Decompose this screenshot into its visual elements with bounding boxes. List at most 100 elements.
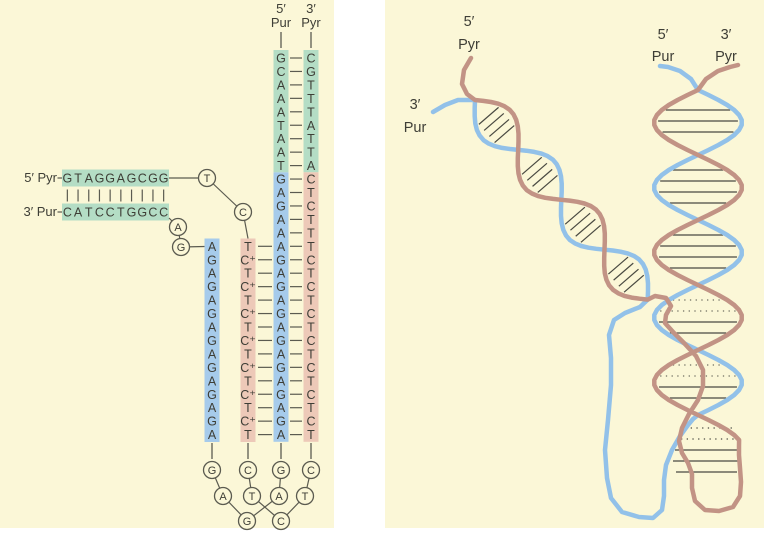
hatch-line xyxy=(608,256,629,275)
hatch-line xyxy=(623,274,645,293)
col2-letter: C⁺ xyxy=(240,253,256,267)
col1-letter: A xyxy=(208,267,217,281)
col2-letter: T xyxy=(244,374,252,388)
col1-letter: G xyxy=(207,361,217,375)
loop-nucleotide-circle xyxy=(197,168,217,188)
hatch-line xyxy=(618,268,639,287)
col4-letter: C xyxy=(306,361,315,375)
col3-letter: A xyxy=(277,428,286,442)
col3-letter: A xyxy=(277,78,286,92)
col3-letter: G xyxy=(276,307,286,321)
loop-nucleotide-circle xyxy=(171,237,191,257)
col2-letter: T xyxy=(244,428,252,442)
col2-letter: T xyxy=(244,267,252,281)
col4-letter: A xyxy=(307,159,316,173)
pur-3prime-name: Pur xyxy=(404,120,427,136)
duplex-top-strand-label: 5′ Pyr xyxy=(24,170,57,185)
col1-letter: G xyxy=(207,388,217,402)
duplex-top-letter: G xyxy=(159,172,169,186)
col4-letter: T xyxy=(307,401,315,415)
duplex-top-strand-box xyxy=(62,169,169,187)
loop-nucleotide-letter: C xyxy=(239,207,247,219)
col3-letter: A xyxy=(277,213,286,227)
col1-letter: A xyxy=(208,294,217,308)
col3-letter: T xyxy=(277,119,285,133)
col4-letter: T xyxy=(307,374,315,388)
loop-nucleotide-circle xyxy=(202,460,222,480)
col3-letter: A xyxy=(277,146,286,160)
col1-letter: A xyxy=(208,347,217,361)
col4-letter: A xyxy=(307,119,316,133)
col4-letter: T xyxy=(307,321,315,335)
col4-letter: T xyxy=(307,186,315,200)
duplex-top-letter: G xyxy=(105,172,115,186)
col1-letter: G xyxy=(207,415,217,429)
pur-5prime-name: Pur xyxy=(652,49,675,65)
duplex-pyrimidine-pink-strip xyxy=(303,172,319,442)
duplex-bottom-letter: A xyxy=(74,206,83,220)
col3-letter: A xyxy=(277,347,286,361)
duplex-bottom-letter: C xyxy=(148,206,157,220)
col4-letter: G xyxy=(306,65,316,79)
duplex-top-letter: G xyxy=(148,172,158,186)
col4-prime-label: 3′ xyxy=(306,1,316,16)
duplex-top-letter: G xyxy=(62,172,72,186)
col3-letter: A xyxy=(277,240,286,254)
col3-letter: G xyxy=(276,199,286,213)
loop-nucleotide-circle xyxy=(237,511,257,531)
loop-nucleotide-letter: A xyxy=(275,491,283,503)
col2-letter: C⁺ xyxy=(240,361,256,375)
hatch-line xyxy=(564,206,586,225)
col2-letter: C⁺ xyxy=(240,334,256,348)
loop-nucleotide-circle xyxy=(301,460,321,480)
col1-letter: G xyxy=(207,334,217,348)
hatch-line xyxy=(537,174,558,193)
loop-nucleotide-circle xyxy=(295,486,315,506)
col3-letter: A xyxy=(277,374,286,388)
col3-letter: A xyxy=(277,267,286,281)
pyr-3prime-label: 3′ xyxy=(721,27,732,43)
duplex-purine-blue-strip xyxy=(273,172,289,442)
loop-nucleotide-letter: G xyxy=(208,465,217,477)
purine-strand-strip xyxy=(204,238,220,442)
col3-letter: A xyxy=(277,294,286,308)
col4-letter: C xyxy=(306,307,315,321)
col4-letter: C xyxy=(306,334,315,348)
col1-letter: G xyxy=(207,280,217,294)
col4-letter: T xyxy=(307,294,315,308)
right-diagram-svg: 5′ Pyr 3′ Pur 5′ Pur 3′ Pyr xyxy=(385,0,764,528)
col2-letter: C⁺ xyxy=(240,280,256,294)
col4-letter: C xyxy=(306,173,315,187)
col2-letter: T xyxy=(244,347,252,361)
col3-letter: A xyxy=(277,105,286,119)
col3-prime-label: 5′ xyxy=(276,1,286,16)
pyrimidine-strand-path xyxy=(459,55,744,514)
col1-letter: A xyxy=(208,428,217,442)
duplex-top-letter: A xyxy=(85,172,94,186)
col4-letter: T xyxy=(307,78,315,92)
duplex-purine-green-strip xyxy=(273,50,289,173)
pyr-5prime-name: Pyr xyxy=(458,37,480,53)
loop-nucleotide-circle xyxy=(271,460,291,480)
duplex-bottom-letter: C xyxy=(106,206,115,220)
col3-letter: G xyxy=(276,52,286,66)
loop-nucleotide-circle xyxy=(271,511,291,531)
loop-nucleotide-circle xyxy=(168,217,188,237)
col4-letter: T xyxy=(307,428,315,442)
left-diagram-svg: 5′ Pyr 3′ Pur 5′ Pur 3′ Pyr GCTAATGCGCAT… xyxy=(0,0,334,531)
duplex-bottom-letter: T xyxy=(85,206,93,220)
hatch-line xyxy=(575,218,596,237)
duplex-top-letter: A xyxy=(117,172,126,186)
col4-letter: C xyxy=(306,415,315,429)
col3-strand-label: Pur xyxy=(271,15,292,30)
col4-letter: T xyxy=(307,92,315,106)
col3-letter: A xyxy=(277,321,286,335)
col1-letter: A xyxy=(208,374,217,388)
col3-letter: G xyxy=(276,388,286,402)
loop-nucleotide-letter: G xyxy=(177,242,186,254)
col2-letter: T xyxy=(244,240,252,254)
col2-letter: T xyxy=(244,321,252,335)
col3-letter: G xyxy=(276,361,286,375)
col3-letter: G xyxy=(276,334,286,348)
